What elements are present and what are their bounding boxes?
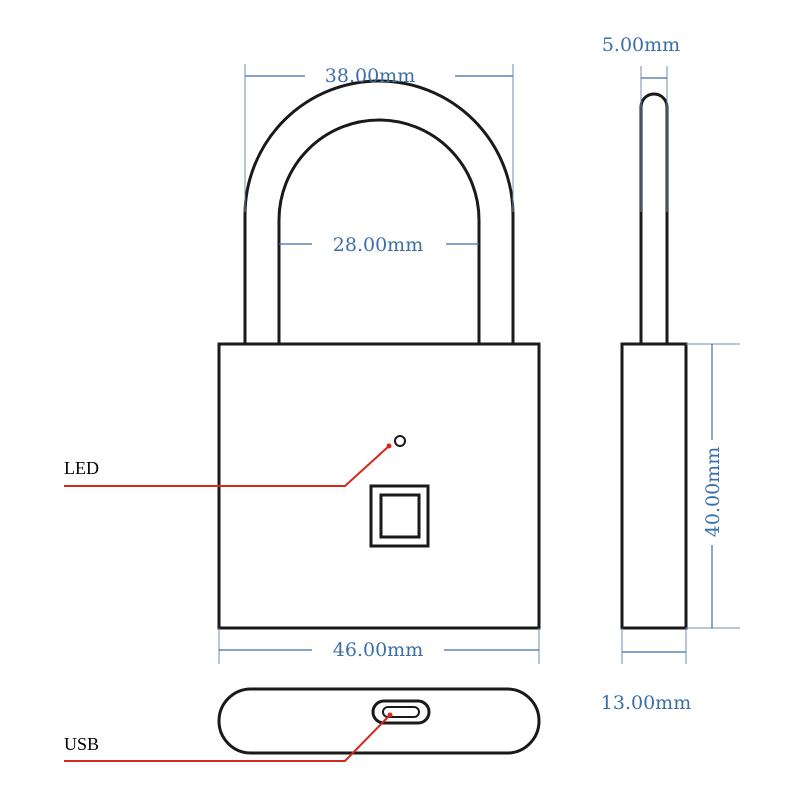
fingerprint-sensor-inner <box>379 493 421 539</box>
dim-body-height-text: 40.00mm <box>702 447 724 537</box>
dim-shackle-outer: 38.00mm <box>244 64 514 212</box>
bottom-body <box>217 687 541 755</box>
usb-callout: USB <box>64 712 393 762</box>
dim-body-width: 46.00mm <box>218 628 540 664</box>
dim-shackle-thickness-text: 5.00mm <box>602 34 680 56</box>
dim-body-width-text: 46.00mm <box>333 639 423 661</box>
dim-shackle-inner: 28.00mm <box>279 234 479 256</box>
shackle-inner-outline <box>277 118 481 344</box>
side-view <box>620 92 688 630</box>
side-shackle-outline <box>639 92 669 344</box>
dim-body-height: 40.00mm <box>686 343 740 629</box>
led-indicator <box>394 435 406 447</box>
usb-port-outer <box>371 699 431 725</box>
front-view <box>217 79 541 630</box>
dim-shackle-thickness: 5.00mm <box>602 34 680 212</box>
dim-shackle-inner-text: 28.00mm <box>333 234 423 256</box>
dim-shackle-outer-text: 38.00mm <box>325 65 415 87</box>
side-body <box>620 342 688 630</box>
dim-body-depth: 13.00mm <box>601 628 691 714</box>
shackle-outline <box>243 79 515 344</box>
led-callout: LED <box>64 443 392 487</box>
led-label: LED <box>64 458 99 478</box>
usb-label: USB <box>64 734 99 754</box>
dim-body-depth-text: 13.00mm <box>601 692 691 714</box>
bottom-view <box>217 687 541 755</box>
usb-port-inner <box>382 706 420 718</box>
fingerprint-sensor-outer <box>369 484 430 548</box>
